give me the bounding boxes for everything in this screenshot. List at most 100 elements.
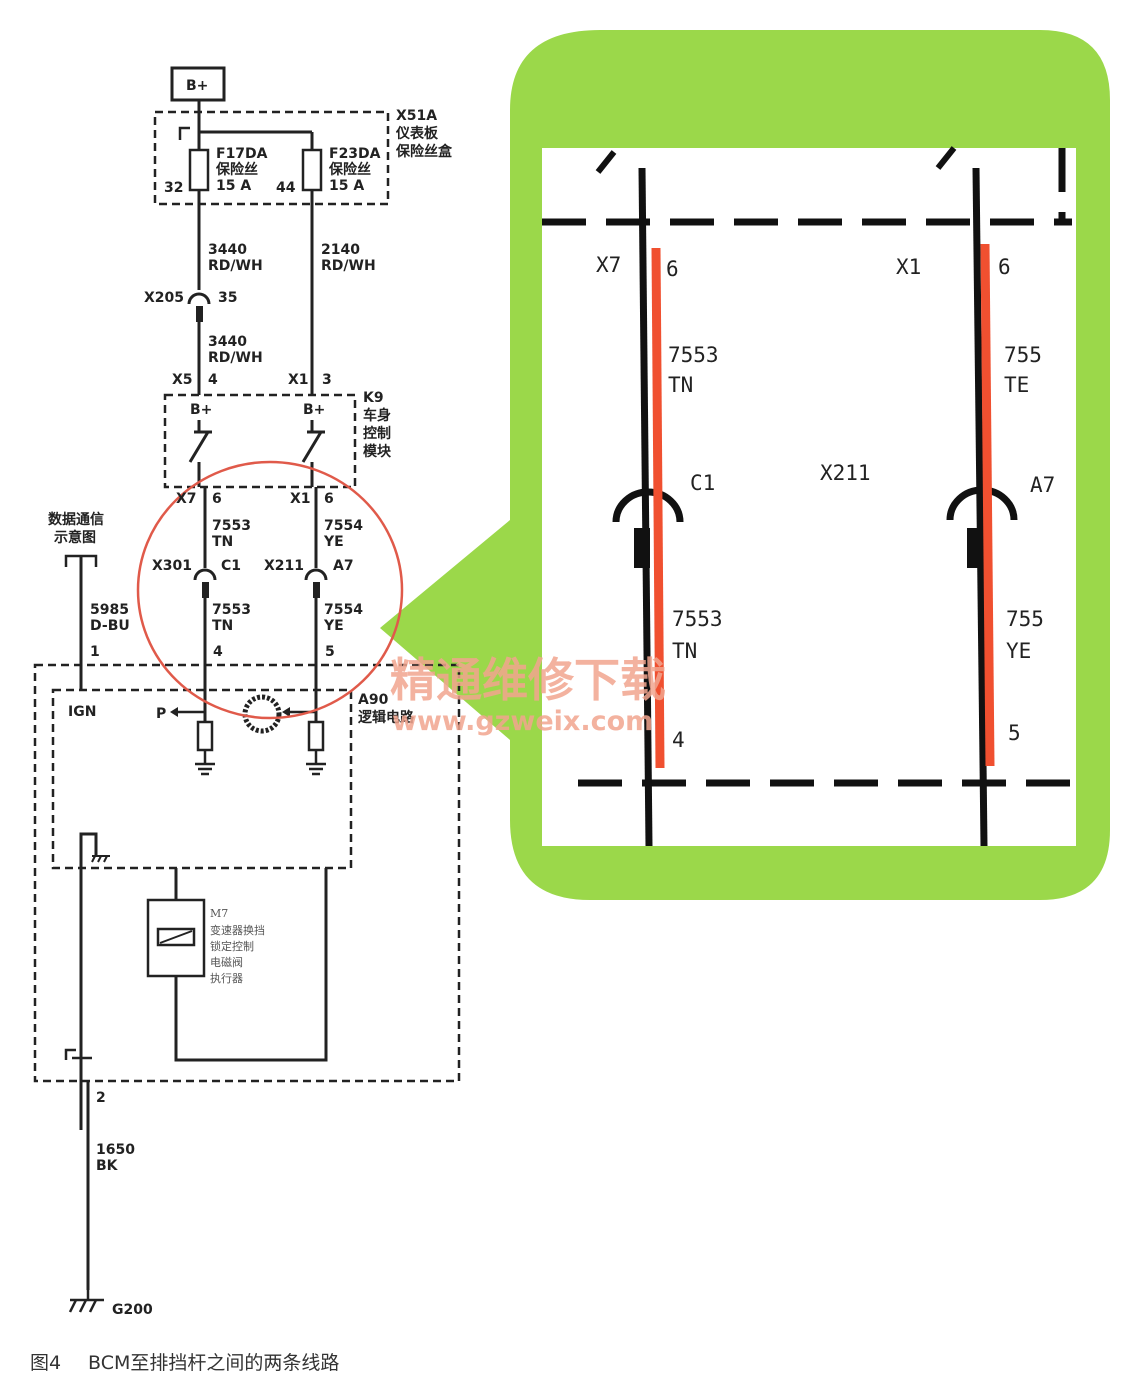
solenoid-return — [174, 868, 328, 1062]
ground-g200-label: G200 — [112, 1302, 153, 1318]
connector-x211 — [304, 568, 328, 581]
wire-1650-color: BK — [96, 1158, 119, 1174]
data-comm-label-1: 数据通信 — [48, 511, 104, 528]
fuse-f17da-pin: 32 — [164, 180, 183, 196]
fuse-box-connector: X51A — [396, 108, 437, 124]
zoom-tick-left — [595, 150, 617, 174]
wire-7553-upper-color: TN — [212, 534, 233, 550]
bcm-out-x7-pin: 6 — [212, 491, 222, 507]
wire-3440-top-color: RD/WH — [208, 258, 263, 274]
wire-5985-circuit: 5985 — [90, 602, 129, 618]
solenoid-id: M7 — [210, 907, 228, 920]
fuse-f23da-id: F23DA — [329, 146, 381, 162]
highlight-circle — [136, 460, 404, 720]
logic-outline — [51, 688, 353, 870]
x301-connector: X301 — [152, 558, 192, 574]
zoom-label-x7: X7 — [596, 253, 621, 277]
x211-connector: X211 — [264, 558, 304, 574]
wire-7554-lower-circuit: 7554 — [324, 602, 363, 618]
logic-id: A90 — [358, 692, 389, 708]
zoom-pin-c1 — [634, 528, 650, 568]
schematic — [33, 66, 461, 1313]
figure-caption: BCM至排挡杆之间的两条线路 — [88, 1352, 339, 1374]
bplus-label: B+ — [186, 78, 208, 94]
wire-7553-lower-color: TN — [212, 618, 233, 634]
bcm-out-x1: X1 — [290, 491, 311, 507]
zoom-label-pin6-left: 6 — [666, 257, 679, 281]
data-comm-label-2: 示意图 — [54, 529, 96, 546]
fuse-f17da-symbol — [188, 148, 210, 192]
wire-1650-circuit: 1650 — [96, 1142, 135, 1158]
solenoid-name-1: 变速器换挡 — [210, 923, 265, 937]
connector-x301 — [193, 568, 217, 581]
logic-ground-line — [79, 832, 98, 1130]
x301-pin: C1 — [221, 558, 241, 574]
fuse-f23da-type: 保险丝 — [328, 161, 371, 178]
zoom-label-pin6-right: 6 — [998, 255, 1011, 279]
zoom-label-a7: A7 — [1030, 473, 1055, 497]
ground-symbol-right — [306, 762, 326, 776]
zoom-label-755-top: 755 — [1004, 343, 1042, 367]
watermark-line-1: 精通维修下载 — [390, 653, 666, 707]
bcm-out-x7: X7 — [176, 491, 197, 507]
solenoid-name-4: 执行器 — [210, 971, 243, 985]
zoom-pin-a7 — [967, 528, 983, 568]
fuse-box-hook — [178, 126, 190, 140]
case-ground-hook — [64, 1048, 76, 1060]
zoom-tick-right — [935, 146, 957, 170]
fuse-box-name-1: 仪表板 — [395, 125, 439, 142]
fuse-f23da-symbol — [301, 148, 323, 192]
zoom-label-c1: C1 — [690, 471, 715, 495]
bcm-pin-x1: X1 — [288, 372, 309, 388]
wire-3440-top-circuit: 3440 — [208, 242, 247, 258]
x211-pin: A7 — [333, 558, 354, 574]
bcm-outline — [163, 393, 357, 489]
solenoid-name-2: 锁定控制 — [210, 939, 254, 953]
zoom-label-x1: X1 — [896, 255, 921, 279]
wire-7553-upper-circuit: 7553 — [212, 518, 251, 534]
fuse-f17da-type: 保险丝 — [215, 161, 258, 178]
wire-7553-lower-circuit: 7553 — [212, 602, 251, 618]
wire-3440-bottom-color: RD/WH — [208, 350, 263, 366]
fuse-f23da-rating: 15 A — [329, 178, 364, 194]
actuator-outline — [33, 663, 461, 1083]
bcm-switch-right-blade — [301, 431, 323, 463]
actuator-ground-pin: 2 — [96, 1090, 106, 1106]
bcm-pin-x1-num: 3 — [322, 372, 332, 388]
zoom-label-te-top: TE — [1004, 373, 1029, 397]
bcm-name-1: 车身 — [363, 407, 391, 424]
ground-symbol-left — [195, 762, 215, 776]
zoom-label-ye-bottom: YE — [1006, 639, 1031, 663]
solenoid-coil — [156, 927, 196, 947]
solenoid-name-3: 电磁阀 — [210, 955, 243, 969]
fuse-f17da-rating: 15 A — [216, 178, 251, 194]
zoom-label-x211: X211 — [820, 461, 871, 485]
bcm-pin-x5-num: 4 — [208, 372, 218, 388]
connector-x205 — [187, 292, 211, 305]
zoom-panel — [542, 148, 1076, 846]
zoom-label-755-bottom: 755 — [1006, 607, 1044, 631]
bcm-module-id: K9 — [363, 390, 384, 406]
zoom-connector-c1 — [612, 488, 684, 523]
bcm-name-2: 控制 — [363, 425, 391, 442]
zoom-wire-left — [638, 167, 653, 847]
zoom-label-pin4: 4 — [672, 728, 685, 752]
g200-ground-icon — [68, 1290, 104, 1313]
bcm-name-3: 模块 — [363, 443, 392, 460]
zoom-label-tn-top: TN — [668, 373, 693, 397]
wire-2140-color: RD/WH — [321, 258, 376, 274]
figure-number: 图4 — [30, 1352, 61, 1374]
actuator-pin-1: 1 — [90, 644, 100, 660]
zoom-callout: X7 6 7553 TN C1 X211 7553 TN 4 X1 6 755 … — [380, 30, 1110, 900]
fuse-f17da-id: F17DA — [216, 146, 268, 162]
right-arrow-head — [282, 707, 290, 717]
solenoid-coil-slash — [159, 930, 193, 944]
connector-x205-pin — [196, 306, 203, 322]
logic-name: 逻辑电路 — [358, 709, 415, 726]
actuator-pin-4: 4 — [213, 644, 223, 660]
p-label: P — [156, 706, 166, 722]
zoom-label-7553-bottom: 7553 — [672, 607, 723, 631]
bcm-switch-left-blade — [188, 431, 210, 463]
schematic-labels: B+ X51A 仪表板 保险丝盒 F17DA 保险丝 15 A 32 F23DA… — [48, 78, 453, 1318]
